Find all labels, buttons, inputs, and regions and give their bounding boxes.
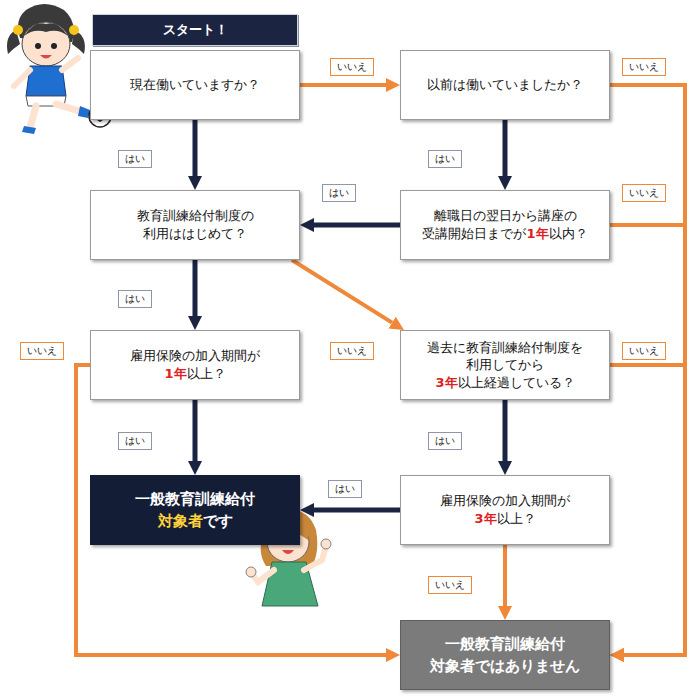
decision-box: 教育訓練給付制度の 利用ははじめて？ (90, 190, 300, 260)
node-text: スタート！ (163, 21, 228, 39)
decision-box: 過去に教育訓練給付制度を 利用してから 3年以上経過している？ (400, 330, 610, 400)
decision-box: 離職日の翌日から講座の 受講開始日までが1年以内？ (400, 190, 610, 260)
answer-tag: はい (428, 432, 462, 450)
answer-tag: いいえ (330, 342, 374, 360)
answer-tag: いいえ (330, 58, 374, 76)
flow-arrow (314, 223, 400, 228)
node-text: 現在働いていますか？ (130, 76, 260, 94)
answer-tag: いいえ (622, 58, 666, 76)
flow-arrow (193, 400, 198, 461)
node-text: 雇用保険の加入期間が 3年以上？ (409, 492, 601, 527)
node-text: 教育訓練給付制度の 利用ははじめて？ (99, 207, 291, 242)
node-text: 一般教育訓練給付 対象者ではありません (409, 633, 601, 678)
node-text: 過去に教育訓練給付制度を 利用してから 3年以上経過している？ (409, 339, 601, 392)
answer-tag: はい (328, 480, 362, 498)
flow-arrow (300, 83, 386, 87)
flow-arrow (610, 365, 685, 655)
node-text: 一般教育訓練給付 (135, 488, 255, 511)
answer-tag: いいえ (428, 576, 472, 594)
answer-tag: はい (428, 150, 462, 168)
result-box: 一般教育訓練給付 対象者ではありません (400, 620, 610, 690)
decision-box: 雇用保険の加入期間が 3年以上？ (400, 475, 610, 545)
flow-arrow (503, 545, 507, 606)
node-text: 雇用保険の加入期間が 1年以上？ (99, 347, 291, 382)
decision-box: 雇用保険の加入期間が 1年以上？ (90, 330, 300, 400)
flow-arrow (292, 260, 392, 323)
decision-box: 以前は働いていましたか？ (400, 50, 610, 120)
decision-box: 現在働いていますか？ (90, 50, 300, 120)
node-text: 以前は働いていましたか？ (427, 76, 583, 94)
answer-tag: いいえ (622, 184, 666, 202)
flow-arrow (610, 225, 685, 655)
flow-arrow (193, 260, 198, 316)
answer-tag: いいえ (622, 342, 666, 360)
node-text: 対象者です (158, 510, 233, 533)
answer-tag: はい (118, 432, 152, 450)
flow-arrow (503, 120, 508, 176)
flow-arrow (503, 400, 508, 461)
answer-tag: はい (118, 150, 152, 168)
flow-arrow (610, 85, 685, 655)
answer-tag: いいえ (20, 342, 64, 360)
flow-arrow (193, 120, 198, 176)
answer-tag: はい (118, 290, 152, 308)
node-text: 離職日の翌日から講座の 受講開始日までが1年以内？ (409, 207, 601, 242)
start-banner: スタート！ (92, 14, 298, 46)
flow-arrow (314, 508, 400, 513)
answer-tag: はい (322, 184, 356, 202)
result-box: 一般教育訓練給付対象者です (90, 475, 300, 545)
